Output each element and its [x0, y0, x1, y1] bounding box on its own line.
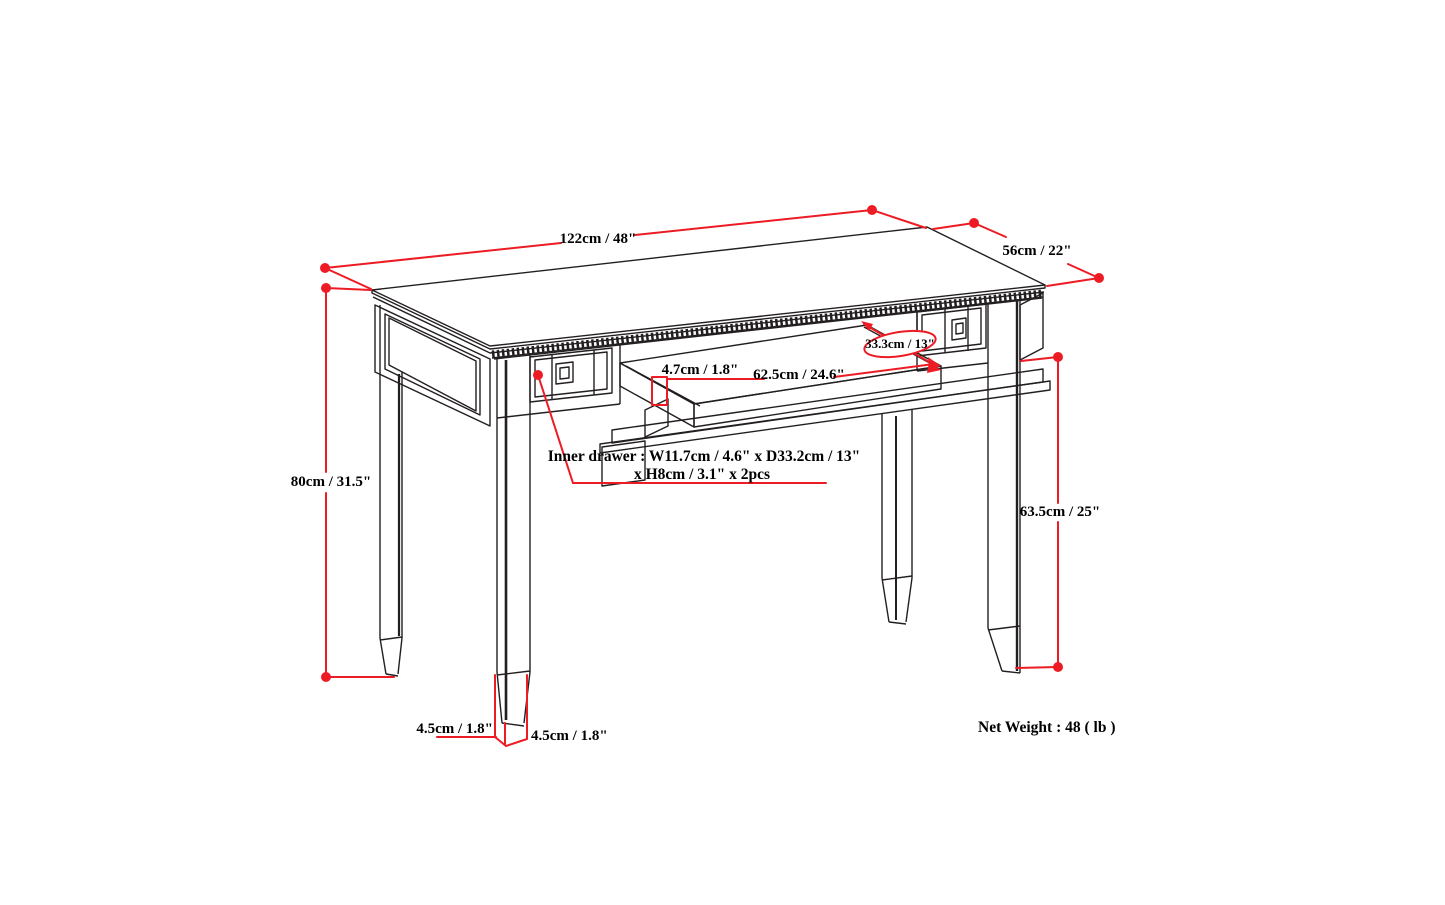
desk-top-surface [371, 226, 1046, 347]
left-drawer-pull [555, 361, 574, 385]
right-drawer-pull-inner [955, 322, 964, 335]
dimension-labels: 122cm / 48" 56cm / 22" 80cm / 31.5" 63.5… [291, 231, 1116, 744]
endpoint-dot [867, 205, 877, 215]
right-drawer-pull [951, 317, 967, 341]
tray-shelf-lower-band [599, 380, 1051, 454]
inner-drawer-note-line1: Inner drawer : W11.7cm / 4.6" x D33.2cm … [548, 448, 861, 465]
dim-foot-left-label: 4.5cm / 1.8" [416, 721, 493, 737]
back-right-leg [881, 410, 913, 578]
dim-foot-vee [494, 736, 528, 748]
inner-drawer-note-line2: x H8cm / 3.1" x 2pcs [634, 466, 770, 483]
front-right-leg-foot [987, 625, 1021, 674]
endpoint-dot [321, 672, 331, 682]
dentil-molding [491, 289, 1044, 358]
right-side-apron [1019, 292, 1044, 361]
dentil-molding-lower-edge [491, 296, 1044, 359]
left-side-panel-outer [384, 313, 481, 416]
dim-foot-right-label: 4.5cm / 1.8" [531, 728, 608, 744]
dim-overall-height-label: 80cm / 31.5" [291, 474, 371, 490]
front-left-leg-foot [496, 670, 531, 727]
dim-top-width-line [324, 209, 873, 269]
dim-tray-clearance-label: 63.5cm / 25" [1020, 504, 1100, 520]
desk-line-art [371, 226, 1051, 727]
dim-top-width-label: 122cm / 48" [560, 231, 637, 247]
endpoint-dot [1094, 273, 1104, 283]
dim-top-depth-leader-bottom [1046, 277, 1100, 287]
net-weight-label: Net Weight : 48 ( lb ) [978, 719, 1115, 736]
keyboard-tray-left-end [619, 362, 695, 428]
left-side-panel-inner [388, 317, 477, 412]
dim-top-depth-label: 56cm / 22" [1002, 243, 1071, 259]
dim-clearance-leader-bottom [1015, 666, 1059, 669]
dim-clearance-leader-top [1020, 356, 1059, 362]
dim-top-depth-leader-top [932, 222, 975, 230]
dim-tray-width-line [666, 363, 935, 380]
tray-shelf-left-foot [601, 440, 646, 487]
dim-foot-lines [494, 674, 528, 745]
dim-top-width-leader-right [871, 209, 927, 229]
desk-top-edge-band [371, 285, 1046, 350]
front-right-leg [987, 299, 1021, 673]
arrowhead-tray-depth-start [861, 321, 873, 331]
back-right-leg-foot [881, 575, 913, 625]
dimension-endpoint-dots [320, 205, 1104, 682]
left-side-apron [374, 304, 491, 427]
dim-top-depth-line [973, 222, 1100, 279]
tray-support-block [644, 398, 669, 438]
keyboard-tray-left-board-line [625, 365, 701, 407]
arrowhead-tray-depth-end [927, 362, 941, 373]
dim-tray-front-height-label: 4.7cm / 1.8" [662, 362, 739, 378]
front-left-leg [496, 354, 531, 672]
dim-height-leader-top [325, 287, 372, 291]
left-drawer-inset [534, 351, 608, 398]
tray-depth-callout-ellipse [863, 329, 937, 359]
dimension-overlay [324, 209, 1100, 748]
endpoint-dot [969, 218, 979, 228]
back-left-leg [379, 305, 403, 638]
left-drawer-pull-inner [559, 366, 570, 380]
front-apron-bottom-left [496, 403, 621, 419]
endpoint-dot [1053, 352, 1063, 362]
dim-tray-depth-label: 33.3cm / 13" [865, 336, 935, 351]
endpoint-dot [1053, 662, 1063, 672]
endpoint-dot [533, 370, 543, 380]
inner-drawer-leader [537, 374, 827, 484]
desk-top-molding-line [372, 291, 1045, 354]
endpoint-dot [321, 283, 331, 293]
dimension-arrowheads [861, 321, 941, 373]
dim-tray-width-label: 62.5cm / 24.6" [753, 367, 845, 383]
dim-top-width-leader-left [324, 267, 372, 290]
dim-tray-front-bracket [651, 376, 668, 406]
back-left-leg-foot [379, 636, 403, 677]
endpoint-dot [320, 263, 330, 273]
